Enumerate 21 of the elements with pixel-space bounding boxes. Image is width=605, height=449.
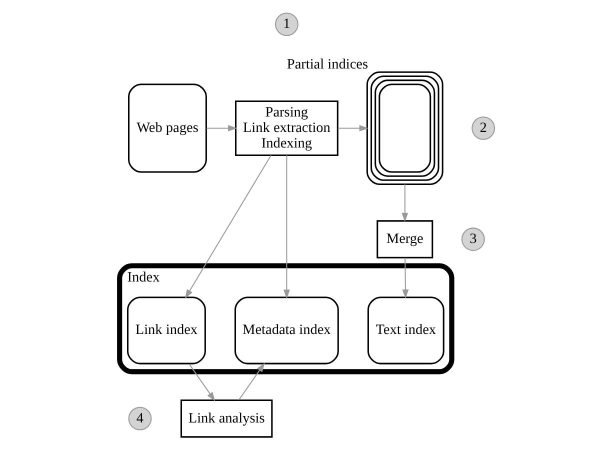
- arrow: [238, 362, 264, 400]
- node-box: Merge: [376, 220, 433, 258]
- arrow: [337, 124, 368, 131]
- arrow: [184, 154, 271, 298]
- node-box: Link index: [126, 296, 206, 364]
- arrow: [401, 184, 408, 222]
- node-box: Parsing Link extraction Indexing: [234, 100, 338, 156]
- node-box: Web pages: [128, 83, 206, 172]
- node-box: Metadata index: [234, 296, 338, 364]
- arrow: [282, 154, 290, 298]
- node-box: Text index: [366, 296, 444, 364]
- arrow: [188, 363, 215, 401]
- arrow: [206, 124, 237, 131]
- node-circle: 2: [471, 116, 495, 140]
- node-box: [366, 70, 443, 184]
- node-circle: 4: [128, 406, 152, 430]
- node-label: Partial indices: [286, 56, 368, 72]
- node-circle: 1: [274, 12, 298, 36]
- node-box: Link analysis: [180, 398, 272, 438]
- arrow: [402, 257, 408, 298]
- node-circle: 3: [460, 227, 484, 250]
